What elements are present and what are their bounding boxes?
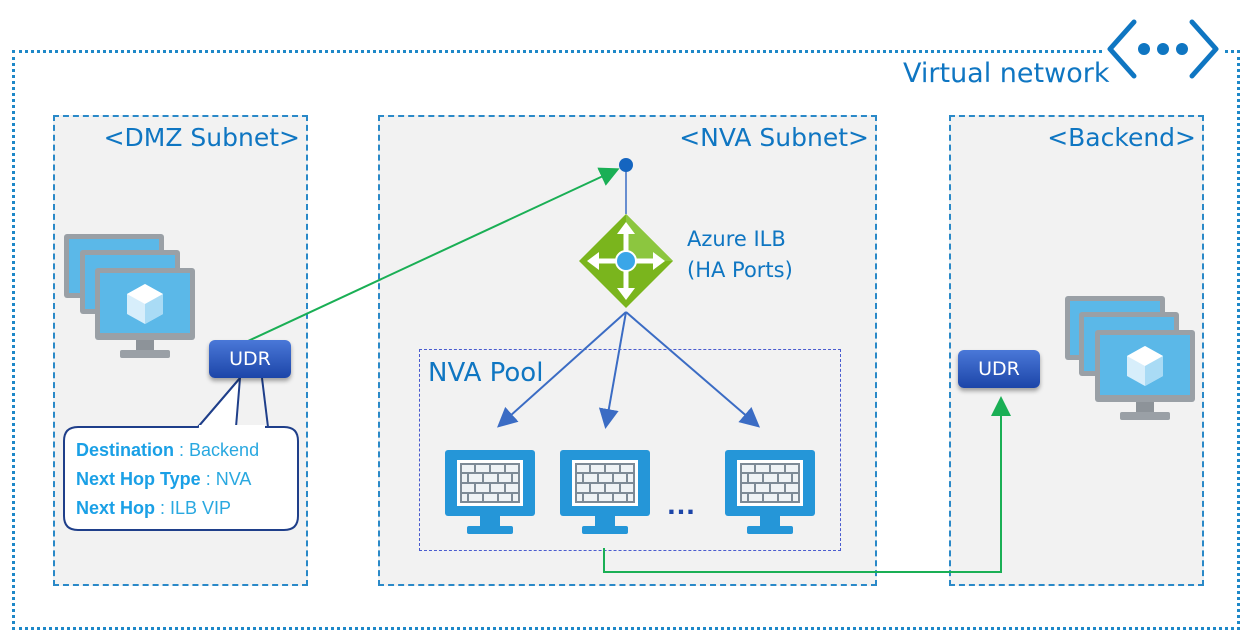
nva-pool-label: NVA Pool (428, 358, 544, 388)
backend-subnet-label: <Backend> (1047, 123, 1196, 152)
ilb-to-nva2-arrow (598, 311, 627, 429)
backend-udr-badge: UDR (958, 350, 1040, 388)
backend-vm-stack-icon (1063, 294, 1203, 431)
dmz-to-ilb-flow (247, 167, 620, 342)
route-destination-key: Destination (76, 440, 175, 460)
route-next-hop-row: Next Hop : ILB VIP (76, 498, 232, 518)
virtual-network-title: Virtual network (903, 58, 1110, 89)
route-next-hop-type-value: NVA (215, 469, 252, 489)
ilb-label: Azure ILB (HA Ports) (687, 224, 793, 286)
route-destination-row: Destination : Backend (76, 440, 260, 460)
route-next-hop-type-row: Next Hop Type : NVA (76, 469, 252, 489)
nva-to-backend-flow (603, 396, 1011, 573)
route-callout-text: Destination : Backend Next Hop Type : NV… (76, 436, 259, 523)
route-next-hop-type-key: Next Hop Type (76, 469, 201, 489)
nva-pool: NVA Pool (419, 349, 841, 551)
dmz-udr-badge: UDR (209, 340, 291, 378)
nva-firewall-icon-3 (723, 448, 817, 543)
route-callout-bubble (63, 375, 299, 531)
nva-firewall-icon-2 (558, 448, 652, 543)
dmz-subnet-label: <DMZ Subnet> (103, 123, 300, 152)
virtual-network-boundary (12, 50, 1240, 630)
virtual-network-icon (1104, 16, 1222, 82)
dmz-vm-stack-icon (62, 232, 202, 369)
nva-subnet-label: <NVA Subnet> (679, 123, 869, 152)
ilb-to-nva3-arrow (625, 311, 761, 428)
route-next-hop-value: ILB VIP (170, 498, 232, 518)
route-next-hop-key: Next Hop (76, 498, 156, 518)
nva-firewall-icon-1 (443, 448, 537, 543)
ilb-frontend-ip-dot (619, 158, 633, 172)
load-balancer-icon (577, 212, 675, 315)
ilb-to-nva1-arrow (497, 311, 627, 428)
nva-pool-ellipsis: … (666, 488, 698, 521)
route-destination-value: Backend (189, 440, 260, 460)
ilb-label-line2: (HA Ports) (687, 258, 793, 282)
ilb-label-line1: Azure ILB (687, 227, 786, 251)
